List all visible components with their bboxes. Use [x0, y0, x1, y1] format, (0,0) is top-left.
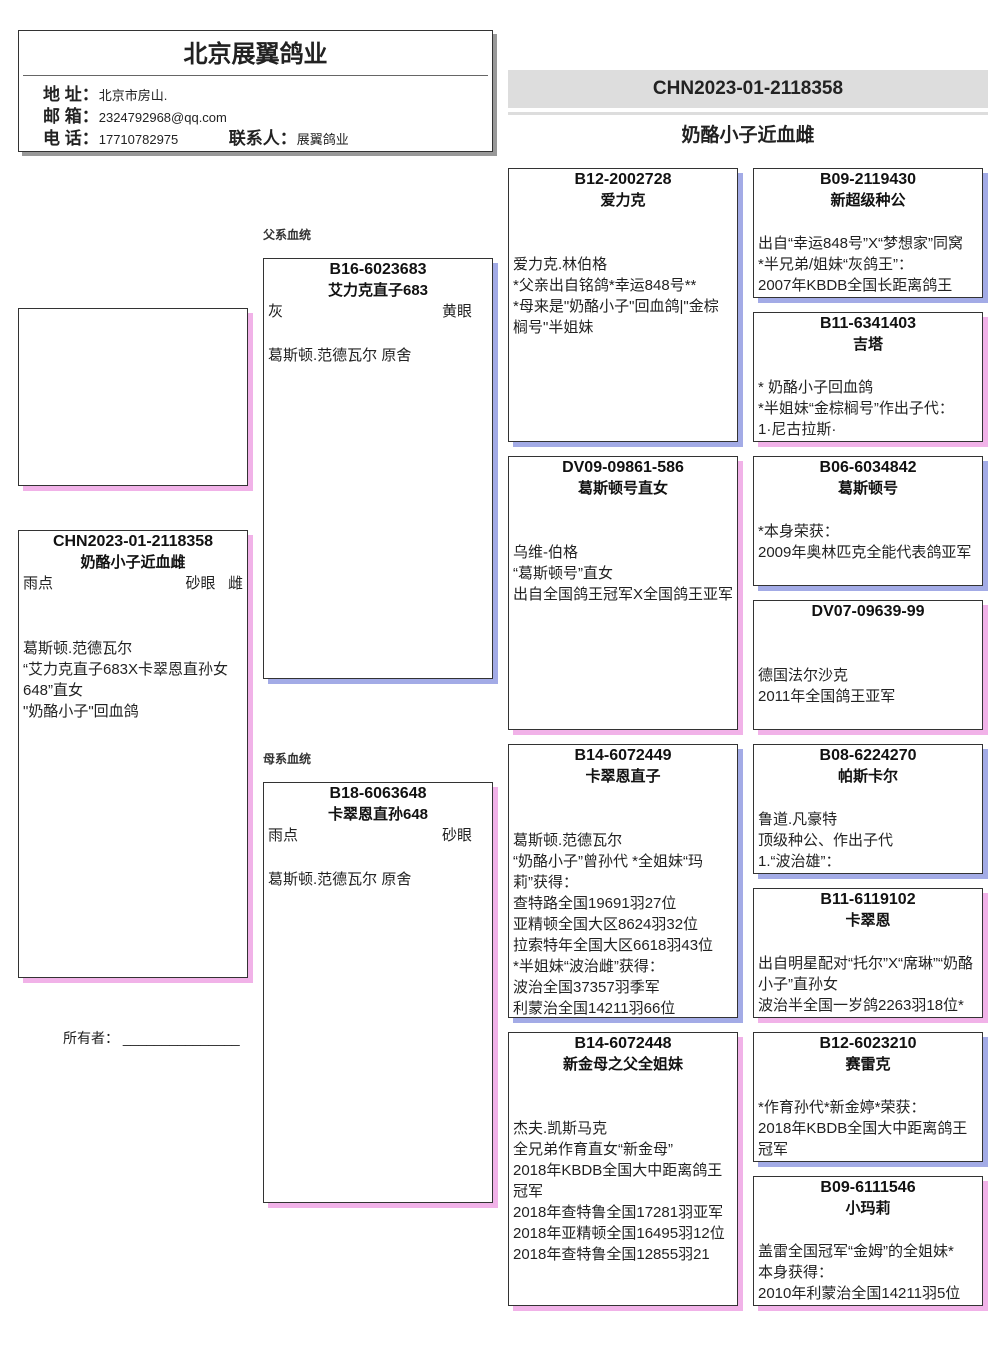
dam-line-label: 母系血统	[263, 752, 312, 766]
gen4-ancestor-card: B11-6341403 吉塔 * 奶酪小子回血鸽 *半姐妹“金棕榈号”作出子代：…	[753, 312, 983, 442]
ring-number: B14-6072448	[574, 1035, 672, 1052]
pigeon-name: 新金母之父全姐妹	[562, 1056, 683, 1073]
notes: 葛斯顿.范德瓦尔 “奶酪小子”曾孙代 *全姐妹“玛莉”获得： 查特路全国1969…	[513, 832, 714, 1017]
ring-number: B08-6224270	[819, 747, 917, 764]
sex: 雌	[227, 575, 243, 592]
eye: 砂眼	[185, 575, 216, 592]
ring-number: DV07-09639-99	[811, 603, 925, 620]
pigeon-name: 艾力克直子683	[327, 282, 429, 299]
subject-name-header: 奶酪小子近血雌	[681, 125, 815, 146]
gen3-ancestor-card: B12-2002728 爱力克 爱力克.林伯格 *父亲出自铭鸽*幸运848号**…	[508, 168, 738, 442]
color: 雨点	[23, 575, 54, 592]
ring-number: B09-6111546	[820, 1179, 916, 1196]
pigeon-name: 卡翠恩	[845, 912, 891, 929]
pigeon-name: 葛斯顿号直女	[577, 480, 668, 497]
gen4-ancestor-card: B11-6119102 卡翠恩 出自明星配对“托尔”X“席琳”“奶酪小子”直孙女…	[753, 888, 983, 1018]
phone-label: 电 话：	[43, 129, 99, 148]
ring-number: B06-6034842	[819, 459, 917, 476]
photo-placeholder	[18, 308, 248, 486]
gen3-ancestor-card: DV09-09861-586 葛斯顿号直女 乌维-伯格 “葛斯顿号”直女 出自全…	[508, 456, 738, 730]
notes: 出自“幸运848号”X“梦想家”同窝 *半兄弟/姐妹“灰鸽王”： 2007年KB…	[758, 235, 964, 294]
ring-number: B12-2002728	[574, 171, 672, 188]
notes: 盖雷全国冠军“金姆”的全姐妹* 本身获得： 2010年利蒙治全国14211羽5位	[758, 1243, 961, 1302]
gen3-ancestor-card: B14-6072449 卡翠恩直子 葛斯顿.范德瓦尔 “奶酪小子”曾孙代 *全姐…	[508, 744, 738, 1018]
ring-number: DV09-09861-586	[562, 459, 684, 476]
subject-ring-header: CHN2023-01-2118358	[508, 70, 988, 108]
notes: *本身荣获： 2009年奥林匹克全能代表鸽亚军	[758, 523, 972, 561]
pigeon-name: 小玛莉	[845, 1200, 891, 1217]
notes: 葛斯顿.范德瓦尔 “艾力克直子683X卡翠恩直孙女648”直女 "奶酪小子"回血…	[23, 640, 229, 720]
notes: 德国法尔沙克 2011年全国鸽王亚军	[758, 667, 896, 705]
gen4-ancestor-card: B12-6023210 赛雷克 *作育孙代*新金婷*荣获： 2018年KBDB全…	[753, 1032, 983, 1162]
address-label: 地 址：	[43, 85, 99, 104]
ring-number: B09-2119430	[819, 171, 917, 188]
gen3-ancestor-card: B14-6072448 新金母之父全姐妹 杰夫.凯斯马克 全兄弟作育直女“新金母…	[508, 1032, 738, 1306]
breeder-header: 北京展翼鸽业 地 址：北京市房山. 邮 箱：2324792968@qq.com …	[18, 30, 493, 152]
breeder-name: 北京展翼鸽业	[183, 41, 328, 68]
gen4-ancestor-card: DV07-09639-99 德国法尔沙克 2011年全国鸽王亚军	[753, 600, 983, 730]
notes: 杰夫.凯斯马克 全兄弟作育直女“新金母” 2018年KBDB全国大中距离鸽王冠军…	[513, 1120, 725, 1263]
pigeon-name: 卡翠恩直孙648	[327, 806, 429, 823]
gen4-ancestor-card: B08-6224270 帕斯卡尔 鲁道.凡豪特 顶级种公、作出子代 1.“波治雄…	[753, 744, 983, 874]
pigeon-name: 卡翠恩直子	[585, 768, 661, 785]
ring-number: B11-6119102	[820, 891, 916, 908]
notes: *作育孙代*新金婷*荣获： 2018年KBDB全国大中距离鸽王冠军	[758, 1099, 968, 1158]
notes: 出自明星配对“托尔”X“席琳”“奶酪小子”直孙女 波治半全国一岁鸽2263羽18…	[758, 955, 973, 1014]
eye: 黄眼	[441, 303, 472, 320]
email: 2324792968@qq.com	[98, 110, 227, 125]
owner-label: 所有者：	[63, 1030, 119, 1046]
gen4-ancestor-card: B09-6111546 小玛莉 盖雷全国冠军“金姆”的全姐妹* 本身获得： 20…	[753, 1176, 983, 1306]
eye: 砂眼	[441, 827, 472, 844]
pigeon-name: 葛斯顿号	[837, 480, 898, 497]
notes: 葛斯顿.范德瓦尔 原舍	[268, 347, 412, 364]
pigeon-name: 爱力克	[600, 192, 646, 209]
address: 北京市房山.	[98, 88, 168, 103]
sire-line-label: 父系血统	[263, 228, 312, 242]
email-label: 邮 箱：	[43, 107, 99, 126]
ring-number: CHN2023-01-2118358	[52, 533, 214, 550]
divider	[508, 112, 988, 115]
phone: 17710782975	[98, 132, 179, 147]
ring-number: B11-6341403	[819, 315, 917, 332]
divider	[23, 75, 488, 76]
ring-number: B16-6023683	[329, 261, 427, 278]
ring-number: B14-6072449	[574, 747, 672, 764]
owner-field: 所有者： _______________	[63, 1028, 240, 1048]
color: 灰	[268, 303, 284, 320]
pigeon-name: 吉塔	[852, 336, 883, 353]
notes: 乌维-伯格 “葛斯顿号”直女 出自全国鸽王冠军X全国鸽王亚军	[513, 544, 734, 603]
ring-number: B18-6063648	[329, 785, 427, 802]
sire-card: B16-6023683 艾力克直子683 灰 黄眼 葛斯顿.范德瓦尔 原舍	[263, 258, 493, 679]
notes: * 奶酪小子回血鸽 *半姐妹“金棕榈号”作出子代： 1·尼古拉斯·	[758, 379, 954, 438]
ring-number: B12-6023210	[819, 1035, 917, 1052]
gen4-ancestor-card: B06-6034842 葛斯顿号 *本身荣获： 2009年奥林匹克全能代表鸽亚军	[753, 456, 983, 586]
pigeon-name: 赛雷克	[845, 1056, 891, 1073]
color: 雨点	[268, 827, 299, 844]
gen4-ancestor-card: B09-2119430 新超级种公 出自“幸运848号”X“梦想家”同窝 *半兄…	[753, 168, 983, 298]
pigeon-name: 奶酪小子近血雌	[80, 554, 186, 571]
owner-line[interactable]: _______________	[122, 1030, 240, 1046]
contact: 展翼鸽业	[296, 132, 349, 147]
notes: 鲁道.凡豪特 顶级种公、作出子代 1.“波治雄”：	[758, 811, 894, 870]
notes: 爱力克.林伯格 *父亲出自铭鸽*幸运848号** *母来是"奶酪小子"回血鸽|"…	[513, 256, 719, 336]
subject-card: CHN2023-01-2118358 奶酪小子近血雌 雨点 砂眼 雌 葛斯顿.范德…	[18, 530, 248, 978]
notes: 葛斯顿.范德瓦尔 原舍	[268, 871, 412, 888]
pigeon-name	[754, 622, 982, 644]
pigeon-name: 新超级种公	[830, 192, 906, 209]
pigeon-name: 帕斯卡尔	[837, 768, 898, 785]
contact-label: 联系人：	[228, 129, 297, 148]
dam-card: B18-6063648 卡翠恩直孙648 雨点 砂眼 葛斯顿.范德瓦尔 原舍	[263, 782, 493, 1203]
